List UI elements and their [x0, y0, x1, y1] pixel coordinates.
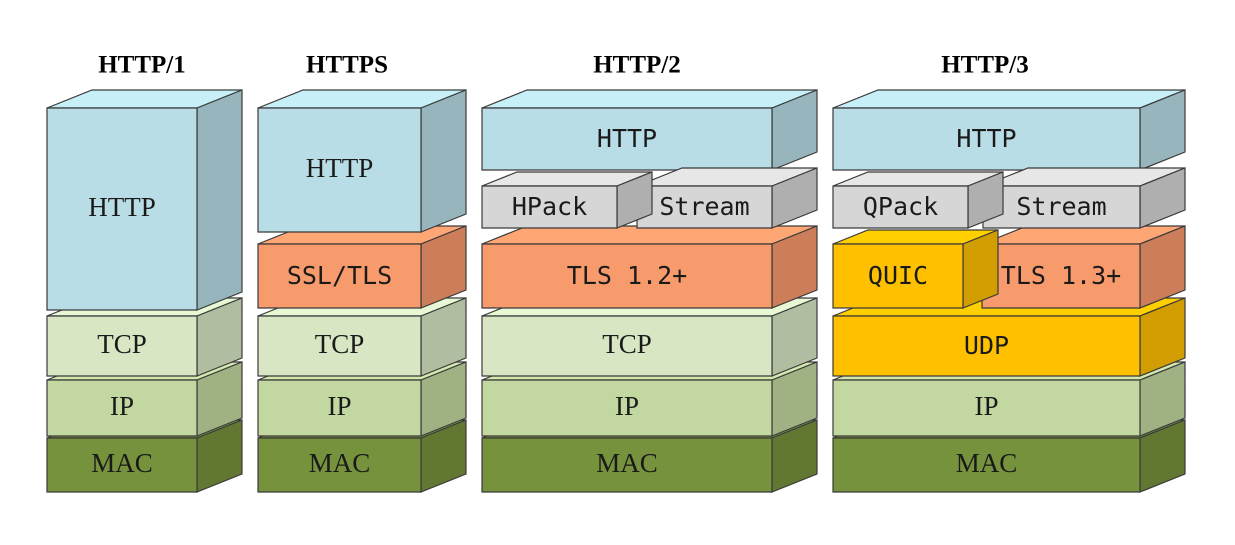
http2-tls-layer-top — [481, 225, 818, 245]
https-http-layer — [257, 107, 422, 233]
http2-hpack-layer — [481, 185, 618, 229]
https-http-layer-side — [420, 89, 467, 233]
http2-hpack-layer-label: HPack — [512, 192, 587, 221]
http3-udp-layer-label: UDP — [964, 331, 1009, 360]
http3-tls-layer-label: TLS 1.3+ — [1001, 261, 1121, 290]
http2-mac-layer — [481, 437, 773, 493]
https-tcp-layer — [257, 315, 422, 377]
http3-ip-layer-label: IP — [974, 391, 998, 421]
http3-mac-layer-label: MAC — [956, 448, 1018, 478]
column-title-3: HTTP/2 — [593, 52, 681, 79]
http1-http-layer-side — [196, 89, 243, 311]
http3-http-layer-label: HTTP — [956, 124, 1016, 153]
http2-http-layer-label: HTTP — [597, 124, 657, 153]
http3-qpack-layer — [832, 185, 969, 229]
https-ssl-layer — [257, 243, 422, 309]
http3-quic-layer — [832, 243, 964, 309]
http2-http-layer-top — [481, 89, 818, 109]
http3-mac-layer — [832, 437, 1141, 493]
http3-stream-layer-label: Stream — [1016, 192, 1106, 221]
http2-tcp-layer-label: TCP — [602, 329, 652, 359]
http2-ip-layer-label: IP — [615, 391, 639, 421]
https-http-layer-label: HTTP — [306, 153, 374, 183]
http2-stream-layer-label: Stream — [659, 192, 749, 221]
http1-http-layer — [46, 107, 198, 311]
http3-udp-layer — [832, 315, 1141, 377]
http3-qpack-layer-label: QPack — [863, 192, 938, 221]
http1-tcp-layer — [46, 315, 198, 377]
https-tcp-layer-label: TCP — [315, 329, 365, 359]
column-title-2: HTTPS — [306, 52, 388, 79]
http3-quic-layer-side — [962, 229, 999, 309]
http1-mac-layer-label: MAC — [91, 448, 153, 478]
http2-tls-layer-label: TLS 1.2+ — [567, 261, 687, 290]
http1-tcp-layer-label: TCP — [97, 329, 147, 359]
http1-http-layer-label: HTTP — [88, 192, 156, 222]
https-ip-layer-label: IP — [327, 391, 351, 421]
http1-ip-layer — [46, 379, 198, 437]
https-ip-layer — [257, 379, 422, 437]
column-title-4: HTTP/3 — [941, 52, 1029, 79]
http2-tls-layer — [481, 243, 773, 309]
https-mac-layer — [257, 437, 422, 493]
http3-http-layer-top — [832, 89, 1186, 109]
http3-quic-layer-label: QUIC — [868, 261, 928, 290]
http1-mac-layer — [46, 437, 198, 493]
http1-ip-layer-label: IP — [110, 391, 134, 421]
https-mac-layer-label: MAC — [309, 448, 371, 478]
column-title-1: HTTP/1 — [98, 52, 186, 79]
http2-ip-layer — [481, 379, 773, 437]
http2-tcp-layer — [481, 315, 773, 377]
http3-ip-layer — [832, 379, 1141, 437]
http2-mac-layer-label: MAC — [596, 448, 658, 478]
https-ssl-layer-label: SSL/TLS — [287, 261, 392, 290]
